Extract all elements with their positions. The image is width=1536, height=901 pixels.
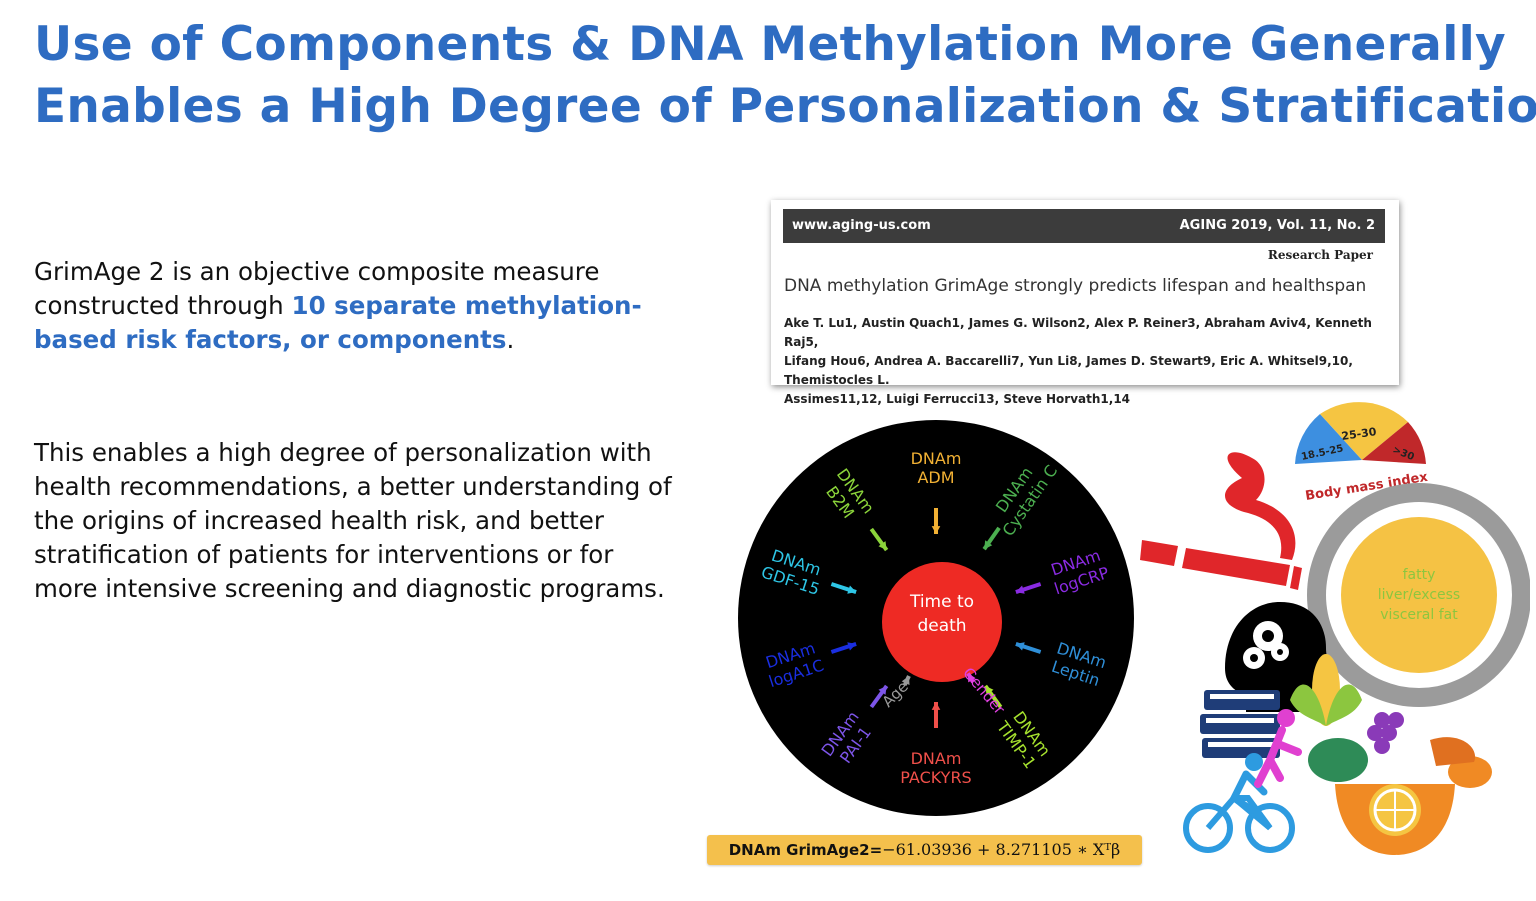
component-arrow-logcrp bbox=[1015, 582, 1042, 594]
component-label-packyrs-line: PACKYRS bbox=[900, 768, 971, 787]
authors-line: Ake T. Lu1, Austin Quach1, James G. Wils… bbox=[784, 316, 1372, 349]
fat-label-line-2: liver/excess bbox=[1378, 587, 1460, 603]
journal-volume: AGING 2019, Vol. 11, No. 2 bbox=[1179, 218, 1375, 233]
title-line-2: Enables a High Degree of Personalization… bbox=[34, 79, 1536, 134]
center-label-line-2: death bbox=[917, 616, 966, 636]
component-arrow-adm bbox=[931, 508, 941, 534]
intro-text-end: . bbox=[506, 325, 515, 354]
grimage2-formula: DNAm GrimAge2=−61.03936 + 8.271105 ∗ Xᵀβ bbox=[707, 835, 1142, 865]
intro-text-start: GrimAge 2 is an objective composite meas… bbox=[34, 257, 600, 320]
journal-bar: www.aging-us.com AGING 2019, Vol. 11, No… bbox=[783, 209, 1385, 243]
formula-rhs: −61.03936 + 8.271105 ∗ Xᵀβ bbox=[882, 840, 1121, 859]
bmi-range-overweight: 25-30 bbox=[1341, 425, 1378, 443]
head-gears-icon bbox=[1225, 602, 1336, 712]
component-label-packyrs-line: DNAm bbox=[911, 749, 962, 768]
paper-header-image: www.aging-us.com AGING 2019, Vol. 11, No… bbox=[771, 200, 1399, 406]
smoking-icon bbox=[1140, 452, 1302, 590]
component-arrow-gdf-15 bbox=[830, 582, 857, 594]
title-line-1: Use of Components & DNA Methylation More… bbox=[34, 17, 1506, 72]
component-arrow-b2m bbox=[869, 527, 889, 552]
component-arrow-leptin bbox=[1015, 642, 1042, 654]
component-label-adm-line: ADM bbox=[917, 468, 954, 487]
center-label-line-1: Time to bbox=[909, 592, 974, 612]
component-label-adm-line: DNAm bbox=[911, 449, 962, 468]
component-arrow-packyrs bbox=[931, 702, 941, 728]
component-arrow-timp-1 bbox=[983, 684, 1003, 709]
fruit-basket-icon bbox=[1290, 654, 1492, 855]
paper-authors: Ake T. Lu1, Austin Quach1, James G. Wils… bbox=[784, 314, 1389, 409]
formula-lhs: DNAm GrimAge2= bbox=[728, 841, 883, 859]
time-to-death-circle bbox=[882, 562, 1002, 682]
authors-line: Lifang Hou6, Andrea A. Baccarelli7, Yun … bbox=[784, 354, 1353, 387]
component-arrow-cystatin-c bbox=[982, 526, 1001, 551]
fatty-liver-icon: fatty liver/excess visceral fat bbox=[1307, 483, 1530, 707]
component-arrow-pai-1 bbox=[869, 684, 889, 709]
books-icon bbox=[1200, 690, 1280, 758]
fat-label-line-3: visceral fat bbox=[1380, 607, 1458, 623]
journal-url: www.aging-us.com bbox=[792, 218, 931, 233]
authors-line: Assimes11,12, Luigi Ferrucci13, Steve Ho… bbox=[784, 392, 1131, 406]
fat-label-line-1: fatty bbox=[1403, 567, 1436, 583]
lifestyle-icons: 18.5-25 25-30 >30 Body mass index fatty … bbox=[1140, 402, 1530, 855]
walker-icon bbox=[1254, 709, 1302, 788]
component-arrow-loga1c bbox=[830, 642, 857, 654]
paper-type: Research Paper bbox=[1267, 248, 1373, 262]
slide-title: Use of Components & DNA Methylation More… bbox=[34, 14, 1536, 138]
inner-arrow-age bbox=[901, 675, 911, 686]
personalization-paragraph: This enables a high degree of personaliz… bbox=[34, 438, 672, 603]
paper-title: DNA methylation GrimAge strongly predict… bbox=[784, 276, 1367, 296]
inner-arrow-gender bbox=[966, 672, 976, 684]
components-highlight: 10 separate methylation-based risk facto… bbox=[34, 291, 642, 354]
cyclist-icon bbox=[1183, 753, 1295, 853]
intro-paragraph: GrimAge 2 is an objective composite meas… bbox=[34, 255, 674, 357]
